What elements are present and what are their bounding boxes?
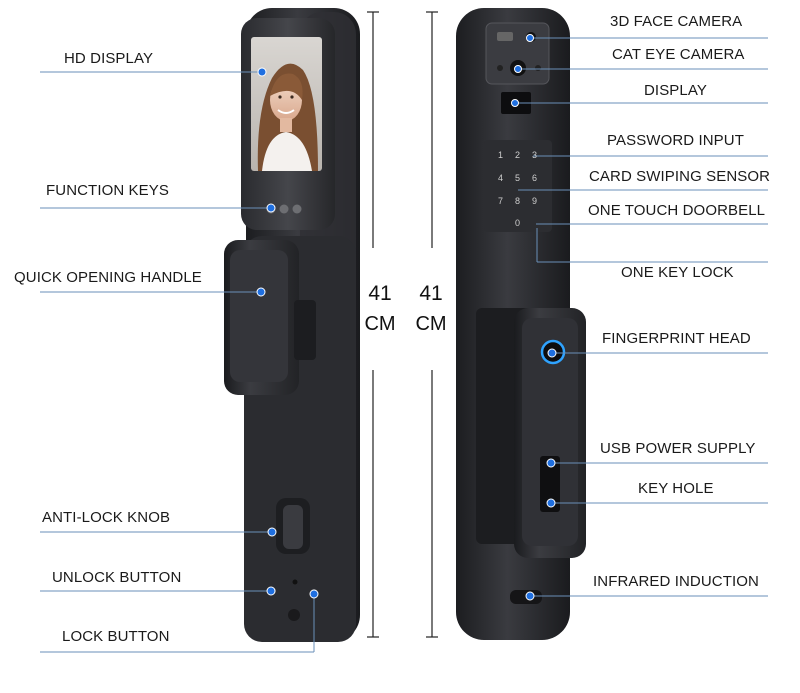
right-dimension-label: 41 CM [411,279,451,339]
function-key-3[interactable] [292,204,302,214]
marker-face-camera [526,34,534,42]
label-password-input: PASSWORD INPUT [607,132,744,149]
label-infrared-induction: INFRARED INDUCTION [593,573,759,590]
marker-cat-eye [514,65,522,73]
label-function-keys: FUNCTION KEYS [46,182,169,199]
keypad-key[interactable]: 9 [532,196,538,206]
label-hd-display: HD DISPLAY [64,50,154,67]
function-key-2[interactable] [279,204,289,214]
label-key-hole: KEY HOLE [638,480,714,497]
label-card-swiping-sensor: CARD SWIPING SENSOR [589,168,771,185]
inside-lock-body [224,8,360,642]
right-dimension-value: 41 [419,282,443,305]
dimension-lines [367,11,438,638]
right-leader-lines [515,37,768,597]
left-leader-lines [40,71,315,653]
label-display: DISPLAY [644,82,707,99]
left-dimension-label: 41 CM [360,279,400,339]
outside-lock-body [456,8,586,640]
marker-function-keys [266,203,276,213]
bottom-keyhole [288,609,300,621]
keypad-key[interactable]: 2 [515,150,521,160]
marker-keyhole [546,498,556,508]
marker-usb [546,458,556,468]
usb-keyhole-cover[interactable] [540,456,560,512]
face-portrait [257,63,318,171]
label-fingerprint-head: FINGERPRINT HEAD [602,330,751,347]
label-cat-eye-camera: CAT EYE CAMERA [612,46,745,63]
keypad-key[interactable]: 6 [532,173,538,183]
right-dimension-unit: CM [415,313,447,335]
label-face-camera: 3D FACE CAMERA [610,13,743,30]
keypad-key[interactable]: 1 [498,150,504,160]
keypad-panel [484,140,552,232]
label-usb-power-supply: USB POWER SUPPLY [600,440,756,457]
keypad-key[interactable]: 4 [498,173,504,183]
marker-knob [267,527,277,537]
label-anti-lock-knob: ANTI-LOCK KNOB [42,509,171,526]
label-one-key-lock: ONE KEY LOCK [621,264,734,281]
label-quick-opening-handle: QUICK OPENING HANDLE [14,269,202,286]
keypad-key[interactable]: 0 [515,218,521,228]
label-unlock-button: UNLOCK BUTTON [52,569,182,586]
left-dimension-unit: CM [364,313,396,335]
marker-hd-display [257,67,267,77]
marker-dots [256,34,557,601]
label-lock-button: LOCK BUTTON [62,628,170,645]
marker-lock [309,589,319,599]
left-dimension-value: 41 [368,282,392,305]
keypad-key[interactable]: 8 [515,196,521,206]
keypad-key[interactable]: 7 [498,196,504,206]
label-one-touch-doorbell: ONE TOUCH DOORBELL [588,202,766,219]
keypad-key[interactable]: 5 [515,173,521,183]
marker-handle [256,287,266,297]
marker-infrared [525,591,535,601]
marker-unlock [266,586,276,596]
marker-fingerprint [547,348,557,358]
marker-display [511,99,519,107]
keypad-key[interactable]: 3 [532,150,538,160]
